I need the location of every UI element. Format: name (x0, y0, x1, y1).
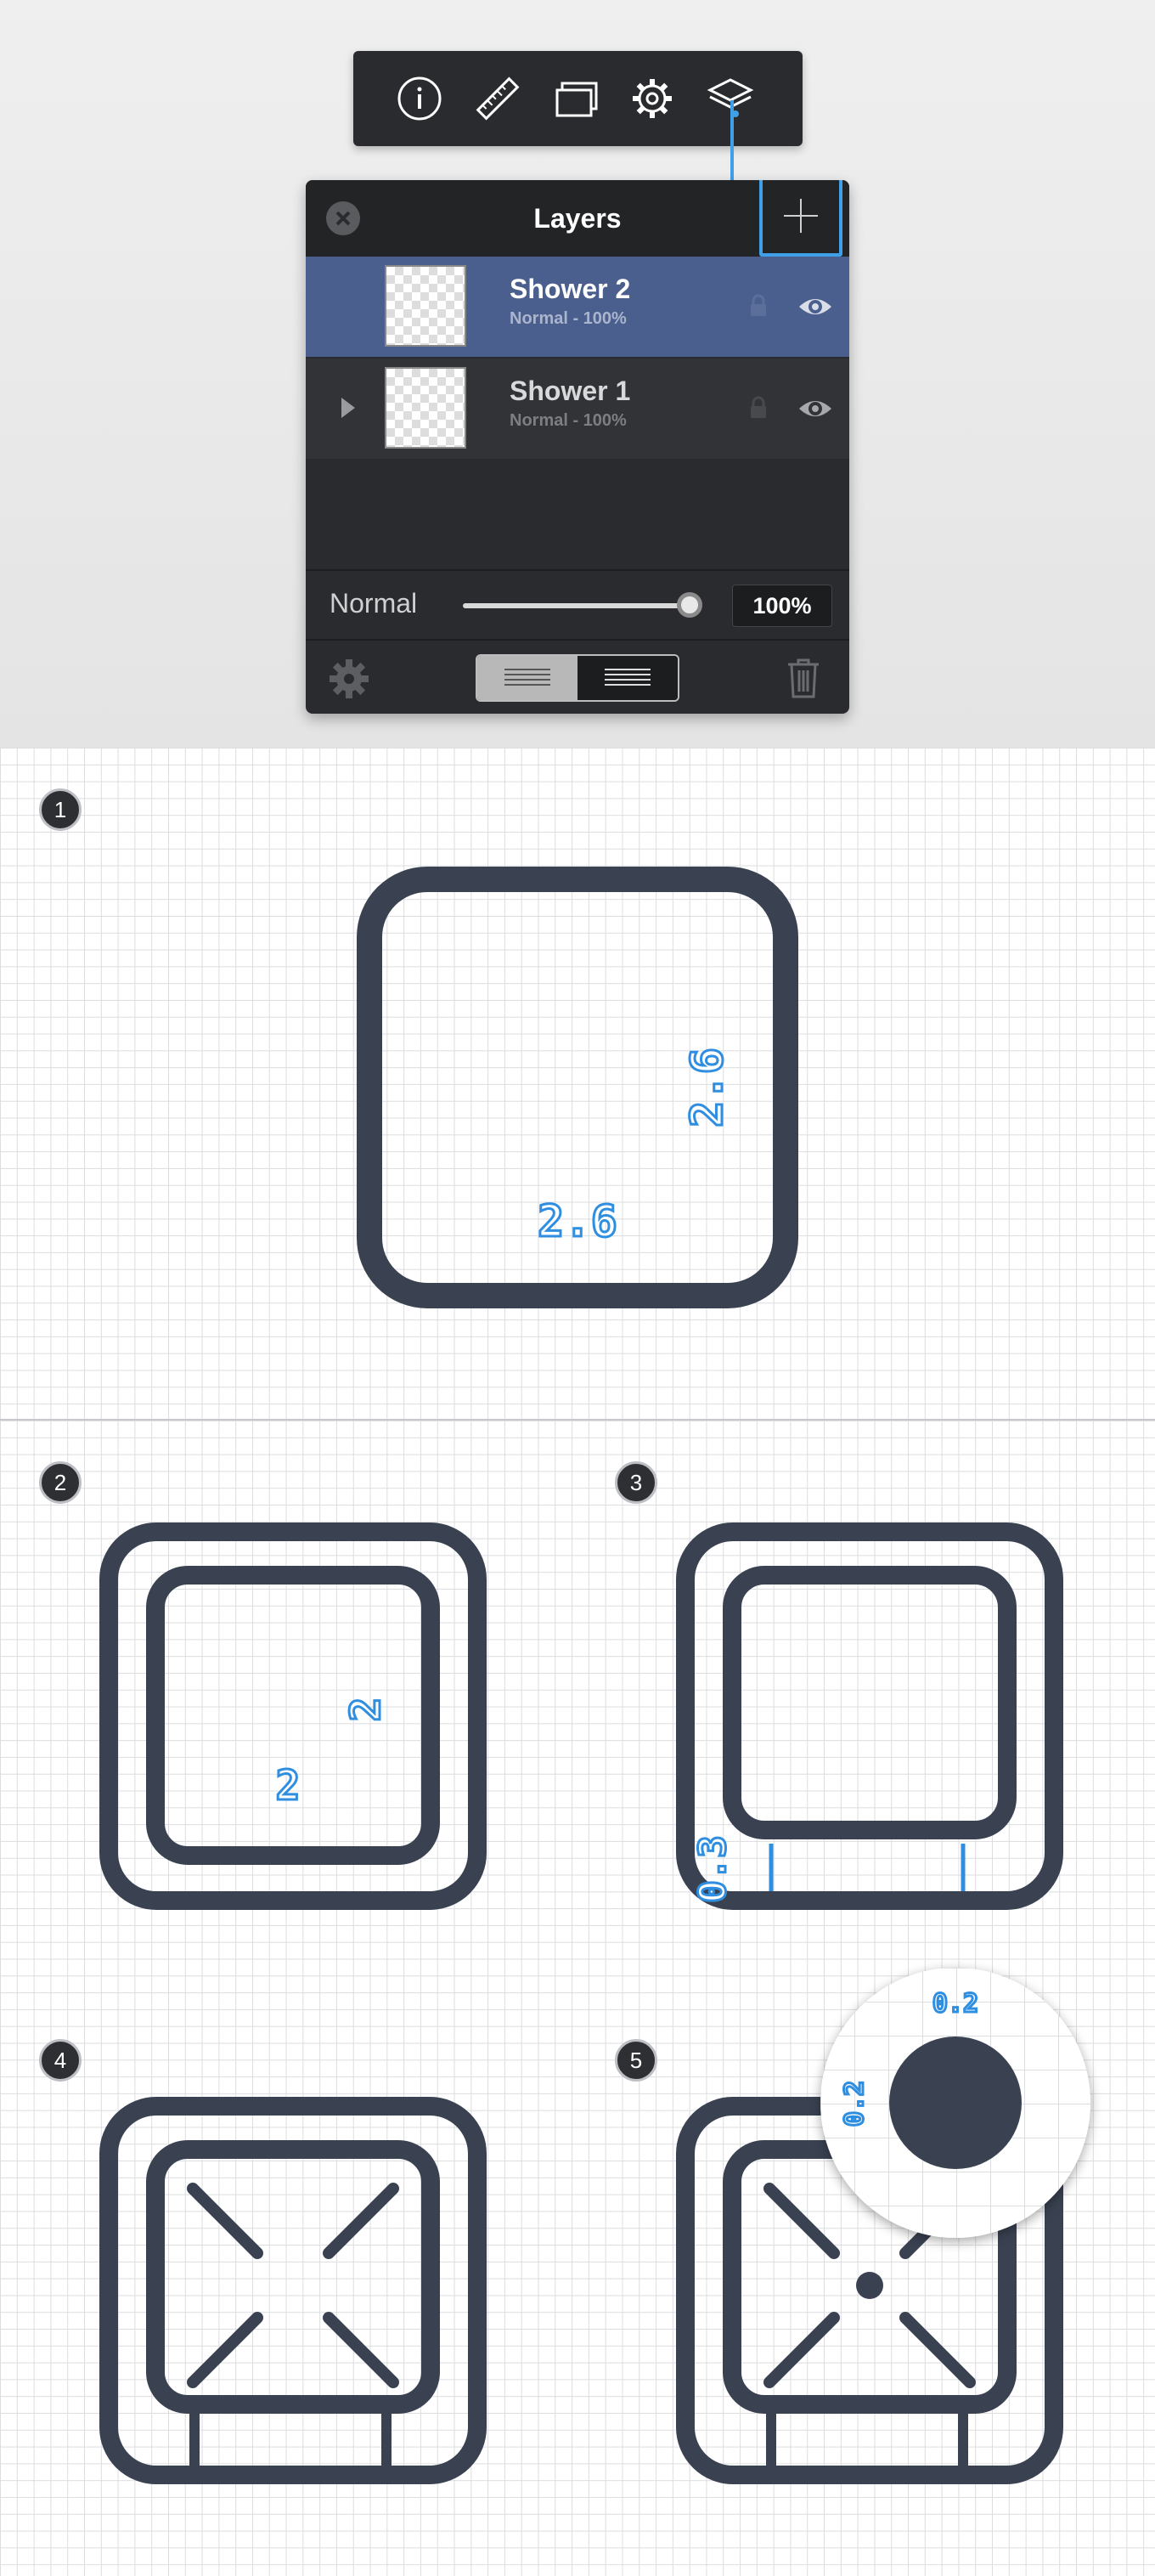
layer-list-empty-area (306, 459, 849, 569)
step-badge: 3 (615, 1461, 657, 1504)
center-dot (856, 2272, 883, 2299)
expand-arrow-icon[interactable] (341, 398, 355, 418)
ruler-button[interactable] (470, 71, 525, 126)
lock-icon (751, 396, 766, 418)
lock-icon (751, 294, 766, 316)
eye-icon (799, 401, 831, 416)
outer-rounded-square (357, 867, 798, 1308)
close-icon (335, 211, 351, 226)
step-badge: 5 (615, 2039, 657, 2082)
step-4-shape (99, 2097, 487, 2484)
visibility-toggle[interactable] (797, 396, 834, 426)
step-badge: 1 (39, 788, 82, 831)
lines-icon (504, 669, 550, 686)
layer-thumbnail (385, 265, 466, 347)
layer-thumbnail (385, 367, 466, 449)
burner-lines (763, 2183, 976, 2388)
layer-row[interactable]: Shower 2 Normal - 100% (306, 257, 849, 357)
info-button[interactable] (392, 71, 447, 126)
lock-button[interactable] (749, 396, 768, 424)
layer-subtitle: Normal - 100% (510, 309, 627, 328)
plus-icon (784, 199, 818, 233)
layer-settings-button[interactable] (326, 656, 372, 706)
section-divider (0, 1419, 1155, 1421)
top-toolbar (353, 51, 803, 146)
delete-layer-button[interactable] (785, 656, 822, 704)
connector-line (730, 100, 734, 182)
step-1-shape: 2.6 2.6 (357, 867, 798, 1308)
canvas-button[interactable] (549, 71, 603, 126)
step-badge: 4 (39, 2039, 82, 2082)
panel-title: Layers (533, 203, 622, 234)
lock-button[interactable] (749, 294, 768, 322)
step-3-shape: 0.3 (676, 1522, 1063, 1910)
zoomed-dot (889, 2037, 1022, 2169)
canvas-icon (555, 82, 598, 117)
inner-rounded-square (723, 1566, 1017, 1839)
ruler-icon (476, 76, 520, 121)
layer-row[interactable]: Shower 1 Normal - 100% (306, 359, 849, 459)
compact-view-button[interactable] (578, 656, 678, 700)
layer-subtitle: Normal - 100% (510, 411, 627, 430)
layer-name: Shower 2 (510, 274, 631, 304)
gear-icon (633, 79, 672, 118)
list-view-button[interactable] (477, 656, 578, 700)
lines-icon (605, 669, 651, 686)
outer-rounded-square (676, 1522, 1063, 1910)
step-2-shape: 2 2 (99, 1522, 487, 1910)
dimension-label: 0.2 (932, 1989, 978, 2019)
trash-icon (788, 658, 819, 698)
panel-header: Layers (306, 180, 849, 257)
dimension-label: 2 (276, 1762, 301, 1810)
zoom-magnifier: 0.2 0.2 (820, 1968, 1090, 2238)
magnified-dot: 0.2 0.2 (839, 1988, 1022, 2169)
dimension-label: 2 (342, 1698, 390, 1722)
dimension-label: 0.3 (691, 1835, 735, 1902)
add-layer-button[interactable] (759, 180, 842, 257)
outer-rounded-square (99, 1522, 487, 1910)
opacity-value[interactable]: 100% (732, 585, 832, 627)
layers-panel: Layers Shower 2 Normal - 100% (306, 180, 849, 714)
layer-name: Shower 1 (510, 376, 631, 406)
panel-footer (306, 639, 849, 714)
opacity-slider-handle[interactable] (677, 592, 702, 618)
dimension-label: 0.2 (840, 2081, 870, 2127)
blend-mode-select[interactable]: Normal (330, 588, 418, 619)
step-badge: 2 (39, 1461, 82, 1504)
blend-row: Normal 100% (306, 569, 849, 641)
visibility-toggle[interactable] (797, 294, 834, 324)
gear-icon (330, 659, 369, 698)
info-icon (397, 76, 442, 121)
inner-rounded-square (146, 2140, 440, 2414)
burner-lines (187, 2183, 399, 2388)
view-toggle (476, 654, 679, 702)
close-button[interactable] (326, 201, 360, 235)
eye-icon (799, 299, 831, 314)
outer-rounded-square (99, 2097, 487, 2484)
inner-rounded-square (146, 1566, 440, 1865)
dimension-label: 2.6 (682, 1048, 733, 1127)
opacity-slider[interactable] (463, 603, 692, 608)
settings-button[interactable] (625, 71, 679, 126)
dimension-label: 2.6 (538, 1196, 617, 1247)
